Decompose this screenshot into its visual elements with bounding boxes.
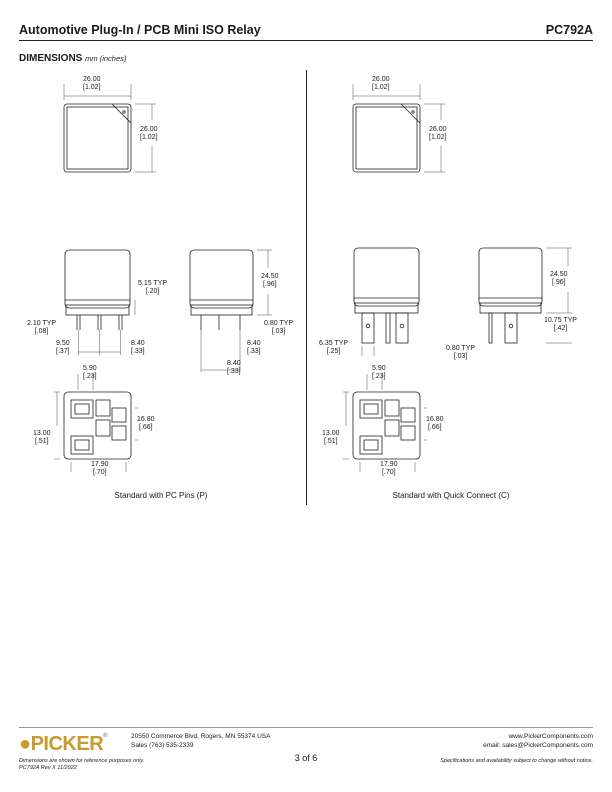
sales-phone: Sales (763) 535-2339	[131, 741, 194, 749]
left-bottom-height-label: 13.00 [.51]	[33, 430, 51, 445]
reference-note: Dimensions are shown for reference purpo…	[19, 758, 145, 764]
right-side-height-label: 24.50 [.96]	[550, 271, 568, 286]
part-number: PC792A	[545, 23, 593, 37]
company-logo: ●PICKER®	[19, 733, 108, 755]
page-header: Automotive Plug-In / PCB Mini ISO Relay …	[19, 21, 593, 39]
page-number: 3 of 6	[294, 753, 318, 763]
left-bottom-width-label: 17.90 [.70]	[91, 461, 109, 476]
right-bottom-view	[343, 374, 427, 472]
spec-note: Specifications and availability subject …	[440, 758, 593, 764]
section-heading: DIMENSIONS mm (inches)	[19, 53, 126, 64]
right-bottom-width-label: 17.90 [.70]	[380, 461, 398, 476]
document-title: Automotive Plug-In / PCB Mini ISO Relay	[19, 23, 261, 37]
left-terminal-typ-label: 5.15 TYP [.20]	[138, 280, 168, 295]
footer-rule	[19, 727, 593, 728]
logo-mark-icon: ●	[19, 733, 31, 755]
address-line: 20550 Commerce Blvd, Rogers, MN 55374 US…	[131, 733, 271, 740]
footer-notes: Dimensions are shown for reference purpo…	[19, 758, 144, 772]
right-bottom-right-label: 16.80 [.66]	[426, 416, 444, 431]
left-front-view	[64, 249, 136, 355]
left-side-spacing-c-label: 8.40 [.33]	[227, 360, 241, 375]
right-top-view	[352, 84, 445, 173]
right-qc-width-label: 6.35 TYP [.25]	[319, 340, 349, 355]
email-link[interactable]: email: sales@PickerComponents.com	[483, 741, 593, 749]
left-caption: Standard with PC Pins (P)	[114, 491, 208, 500]
left-bottom-view	[54, 374, 138, 472]
column-divider	[306, 70, 307, 505]
left-side-height-label: 24.50 [.96]	[261, 273, 279, 288]
logo-text: PICKER	[30, 733, 104, 755]
left-side-spacing-b-label: 8.40 [.33]	[247, 340, 261, 355]
left-top-view	[63, 84, 156, 173]
right-caption: Standard with Quick Connect (C)	[392, 491, 510, 500]
right-bottom-offset-label: 5.90 [.23]	[372, 365, 386, 380]
left-bottom-offset-label: 5.90 [.23]	[83, 365, 97, 380]
section-unit: mm (inches)	[85, 54, 127, 63]
right-top-width-label: 26.00 [1.02]	[372, 76, 390, 91]
right-front-view	[353, 247, 420, 356]
section-title: DIMENSIONS	[19, 53, 83, 64]
right-terminal-typ-label: 10.75 TYP [.42]	[544, 317, 577, 332]
left-pin-spacing-b-label: 8.40 [.33]	[131, 340, 145, 355]
left-top-width-label: 26.00 [1.02]	[83, 76, 101, 91]
right-pin-thickness-label: 0.80 TYP [.03]	[446, 345, 476, 360]
left-pin-spacing-a-label: 9.50 [.37]	[56, 340, 70, 355]
left-side-view	[189, 249, 272, 372]
revision-note: PC792A Rev X 11/2022	[19, 765, 77, 771]
left-top-height-label: 26.00 [1.02]	[140, 126, 158, 141]
header-rule	[19, 40, 593, 41]
company-address: 20550 Commerce Blvd, Rogers, MN 55374 US…	[131, 733, 270, 750]
left-pin-thickness-label: 0.80 TYP [.03]	[264, 320, 294, 335]
company-contact: www.PickerComponents.com email: sales@Pi…	[483, 733, 593, 750]
right-side-view	[478, 247, 572, 344]
left-pin-width-label: 2.10 TYP [.08]	[27, 320, 57, 335]
website-link[interactable]: www.PickerComponents.com	[508, 733, 593, 740]
right-top-height-label: 26.00 [1.02]	[429, 126, 447, 141]
right-bottom-height-label: 13.00 [.51]	[322, 430, 340, 445]
left-bottom-right-label: 16.80 [.66]	[137, 416, 155, 431]
